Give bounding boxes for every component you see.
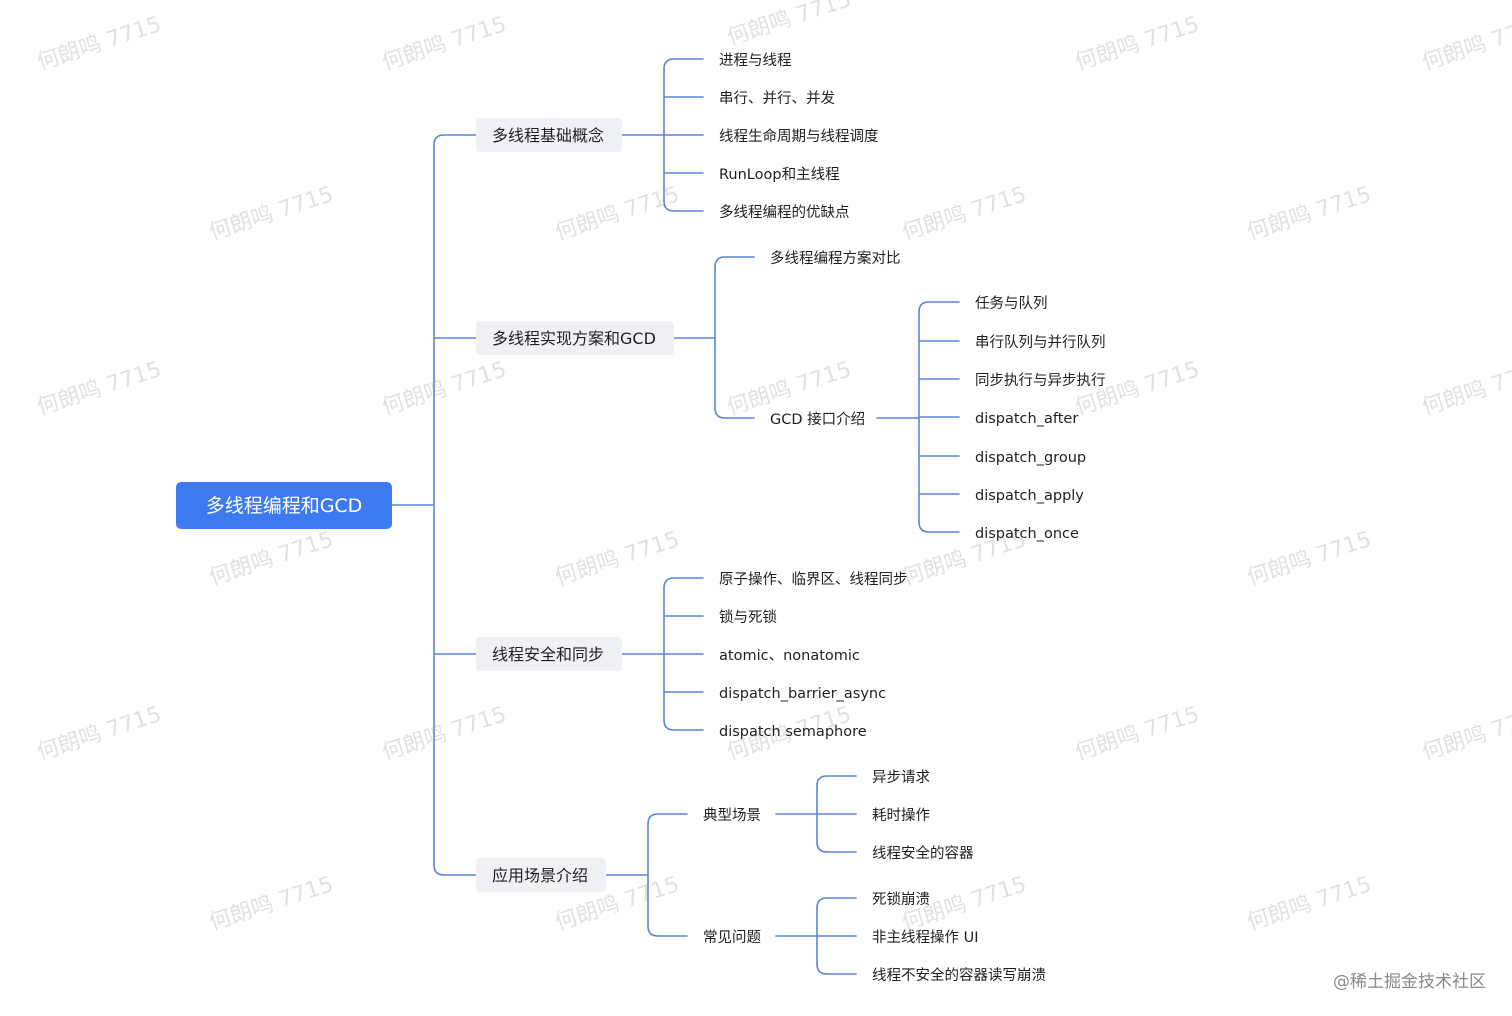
root-node-label: 多线程编程和GCD xyxy=(206,495,363,517)
topic-0-4[interactable]: 多线程编程的优缺点 xyxy=(719,204,850,221)
branch-0-connector-branch xyxy=(663,58,704,70)
watermark-text: 何朗鸣 7715 xyxy=(1419,702,1512,766)
topic-3-0-connector-branch xyxy=(816,841,857,853)
topic-3-1-connector-branch xyxy=(816,897,857,909)
topic-0-3[interactable]: RunLoop和主线程 xyxy=(719,166,840,183)
watermark-text: 何朗鸣 7715 xyxy=(379,12,509,76)
topic-0-2[interactable]: 线程生命周期与线程调度 xyxy=(719,127,879,145)
subtopic-3-0-1[interactable]: 耗时操作 xyxy=(872,807,930,824)
subtopic-1-1-6[interactable]: dispatch_once xyxy=(975,526,1079,542)
subtopic-3-1-1[interactable]: 非主线程操作 UI xyxy=(872,929,979,946)
footer-credit: @稀土掘金技术社区 xyxy=(1333,972,1486,992)
subtopic-3-1-0[interactable]: 死锁崩溃 xyxy=(872,891,930,908)
watermark-text: 何朗鸣 7715 xyxy=(379,357,509,421)
branch-1-connector-branch xyxy=(714,256,755,268)
topic-2-0[interactable]: 原子操作、临界区、线程同步 xyxy=(719,571,908,588)
branch-node-box xyxy=(476,321,674,355)
branch-3-connector-branch xyxy=(647,925,688,937)
watermark-text: 何朗鸣 7715 xyxy=(379,702,509,766)
branch-node-label: 线程安全和同步 xyxy=(492,645,604,664)
topic-3-1[interactable]: 常见问题 xyxy=(703,929,761,946)
subtopic-3-0-2[interactable]: 线程安全的容器 xyxy=(872,844,974,862)
topic-1-1[interactable]: GCD 接口介绍 xyxy=(770,411,865,428)
subtopic-1-1-0[interactable]: 任务与队列 xyxy=(975,295,1048,312)
watermark-text: 何朗鸣 7715 xyxy=(552,182,682,246)
watermark-text: 何朗鸣 7715 xyxy=(206,527,336,591)
topic-3-0[interactable]: 典型场景 xyxy=(703,807,761,824)
watermark-text: 何朗鸣 7715 xyxy=(899,182,1029,246)
branch-node-1[interactable]: 多线程实现方案和GCD xyxy=(476,321,674,355)
branch-2-connector-branch xyxy=(663,577,704,589)
watermark-text: 何朗鸣 7715 xyxy=(724,0,854,51)
branch-2-connector-branch xyxy=(663,719,704,731)
watermark-text: 何朗鸣 7715 xyxy=(34,702,164,766)
watermark-text: 何朗鸣 7715 xyxy=(1244,182,1374,246)
watermark-text: 何朗鸣 7715 xyxy=(1419,357,1512,421)
topic-2-3[interactable]: dispatch_barrier_async xyxy=(719,686,886,702)
watermark-text: 何朗鸣 7715 xyxy=(552,527,682,591)
root-node-box xyxy=(176,482,392,529)
subtopic-1-1-5[interactable]: dispatch_apply xyxy=(975,488,1084,504)
watermark-text: 何朗鸣 7715 xyxy=(1419,12,1512,76)
subtopic-1-1-3[interactable]: dispatch_after xyxy=(975,411,1078,427)
branch-0-connector-branch xyxy=(663,200,704,212)
mindmap-nodes: 多线程编程和GCD 多线程基础概念 进程与线程串行、并行、并发线程生命周期与线程调度… xyxy=(176,52,1106,984)
branch-node-box xyxy=(476,118,622,152)
watermark-text: 何朗鸣 7715 xyxy=(206,872,336,936)
watermark-text: 何朗鸣 7715 xyxy=(1072,12,1202,76)
branch-node-label: 多线程基础概念 xyxy=(492,126,604,145)
connector-lines xyxy=(391,58,960,975)
watermark-text: 何朗鸣 7715 xyxy=(34,357,164,421)
topic-1-0[interactable]: 多线程编程方案对比 xyxy=(770,249,901,267)
topic-2-2[interactable]: atomic、nonatomic xyxy=(719,648,860,664)
topic-0-0[interactable]: 进程与线程 xyxy=(719,52,792,69)
branch-1-connector-branch xyxy=(714,407,755,419)
subtopic-1-1-2[interactable]: 同步执行与异步执行 xyxy=(975,372,1106,389)
watermark-text: 何朗鸣 7715 xyxy=(206,182,336,246)
topic-3-0-connector-branch xyxy=(816,775,857,787)
branch-node-box xyxy=(476,637,622,671)
branch-node-3[interactable]: 应用场景介绍 xyxy=(476,858,606,892)
branch-3-connector-branch xyxy=(647,813,688,825)
subtopic-1-1-4[interactable]: dispatch_group xyxy=(975,450,1086,466)
root-node[interactable]: 多线程编程和GCD xyxy=(176,482,392,529)
branch-node-2[interactable]: 线程安全和同步 xyxy=(476,637,622,671)
watermark-text: 何朗鸣 7715 xyxy=(1244,527,1374,591)
topic-1-1-connector-branch xyxy=(918,521,960,533)
topic-2-4[interactable]: dispatch semaphore xyxy=(719,724,867,740)
branch-node-label: 多线程实现方案和GCD xyxy=(492,329,656,348)
subtopic-3-0-0[interactable]: 异步请求 xyxy=(872,769,930,786)
branch-node-0[interactable]: 多线程基础概念 xyxy=(476,118,622,152)
subtopic-3-1-2[interactable]: 线程不安全的容器读写崩溃 xyxy=(872,966,1046,984)
watermark-text: 何朗鸣 7715 xyxy=(1244,872,1374,936)
branch-node-box xyxy=(476,858,606,892)
watermark-text: 何朗鸣 7715 xyxy=(34,12,164,76)
topic-2-1[interactable]: 锁与死锁 xyxy=(719,609,777,626)
topic-0-1[interactable]: 串行、并行、并发 xyxy=(719,90,835,107)
subtopic-1-1-1[interactable]: 串行队列与并行队列 xyxy=(975,334,1106,351)
root-connector-branch xyxy=(433,134,477,146)
topic-1-1-connector-branch xyxy=(918,301,960,313)
topic-3-1-connector-branch xyxy=(816,963,857,975)
watermark-text: 何朗鸣 7715 xyxy=(1072,702,1202,766)
branch-node-label: 应用场景介绍 xyxy=(492,866,588,885)
root-connector-branch xyxy=(433,864,477,876)
